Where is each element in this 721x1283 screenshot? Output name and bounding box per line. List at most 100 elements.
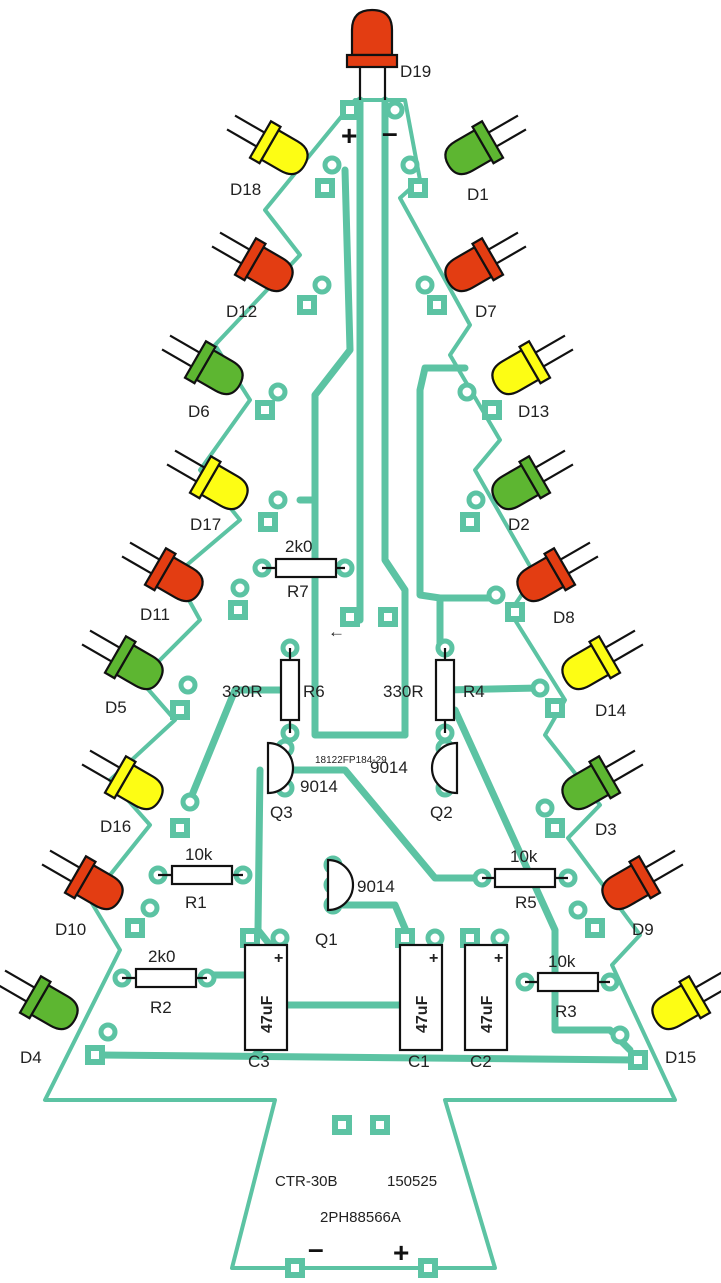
led-d5: D5: [81, 629, 164, 717]
capacitor-value: 47uF: [414, 995, 431, 1033]
solder-pad-round: [268, 382, 288, 402]
resistor-value: 10k: [510, 847, 538, 866]
led-body-group: [81, 749, 164, 811]
led-label: D15: [665, 1048, 696, 1067]
led-body-group: [41, 849, 124, 911]
solder-pad-round: [486, 585, 506, 605]
solder-pad-hole: [264, 518, 272, 526]
led-d1: D1: [444, 114, 527, 204]
led-lead: [559, 541, 591, 561]
led-lead: [174, 449, 206, 469]
led-label: D18: [230, 180, 261, 199]
led-d19-label: D19: [400, 62, 431, 81]
solder-pad-hole: [338, 1121, 346, 1129]
capacitor-body: [463, 943, 509, 1052]
led-lead: [567, 555, 599, 575]
solder-pad: [170, 818, 190, 838]
led-flange: [63, 854, 98, 900]
solder-pad: [228, 600, 248, 620]
capacitor-polarity: +: [429, 950, 438, 967]
led-d19-flange: [345, 53, 399, 69]
led-flange: [517, 454, 552, 500]
led-label: D3: [595, 820, 617, 839]
led-flange: [517, 339, 552, 385]
solder-pad-hole: [131, 924, 139, 932]
solder-pad: [427, 295, 447, 315]
solder-pad: [332, 1115, 352, 1135]
solder-pad-round: [466, 490, 486, 510]
led-d18: D18: [226, 114, 309, 199]
resistor-body: [170, 864, 234, 886]
solder-pad-hole: [551, 704, 559, 712]
led-lead: [702, 983, 721, 1003]
led-d14: D14: [561, 629, 644, 720]
led-lead: [81, 763, 113, 783]
led-body-group: [444, 231, 527, 293]
capacitor-ref: C1: [408, 1052, 430, 1071]
solder-pad: [255, 400, 275, 420]
capacitor-c1: 47uF + C1: [398, 943, 444, 1071]
led-flange: [103, 754, 138, 800]
resistor-body: [493, 867, 557, 889]
solder-pad-round: [568, 900, 588, 920]
led-label: D11: [140, 605, 170, 624]
solder-pad: [545, 818, 565, 838]
solder-pad-hole: [466, 518, 474, 526]
led-lead: [534, 334, 566, 354]
solder-pad-round: [535, 798, 555, 818]
resistor-value: 2k0: [285, 537, 312, 556]
led-lead: [612, 643, 644, 663]
led-lead: [495, 128, 527, 148]
trace: [96, 1051, 644, 1064]
capacitor-value: 47uF: [479, 995, 496, 1033]
resistor-body: [274, 557, 338, 579]
capacitor-c3: 47uF+C3: [243, 943, 289, 1071]
arrow-marker: ←: [328, 622, 345, 641]
solder-pad: [315, 178, 335, 198]
led-body-group: [491, 449, 574, 511]
solder-pad: [340, 100, 360, 120]
led-d13: D13: [491, 334, 574, 421]
transistor-type: 9014: [370, 758, 408, 777]
led-body-group: [444, 114, 527, 176]
led-lead: [604, 749, 636, 769]
solder-pad-hole: [433, 301, 441, 309]
solder-pad-round: [312, 275, 332, 295]
trace: [186, 686, 294, 804]
solder-pad-hole: [424, 1264, 432, 1272]
led-label: D7: [475, 302, 497, 321]
led-d10: D10: [41, 849, 124, 939]
solder-pad-hole: [401, 934, 409, 942]
led-d19: D19: [345, 8, 431, 100]
solder-pad-hole: [346, 106, 354, 114]
led-flange: [677, 974, 712, 1020]
led-body-group: [516, 541, 599, 603]
led-label: D16: [100, 817, 131, 836]
led-lead: [542, 348, 574, 368]
solder-pad-round: [268, 490, 288, 510]
transistor-body: [266, 741, 295, 795]
solder-pad: [395, 928, 415, 948]
led-label: D14: [595, 701, 626, 720]
solder-pad-round: [322, 155, 342, 175]
solder-pad: [628, 1050, 648, 1070]
solder-pad-round: [230, 578, 250, 598]
solder-pad: [125, 918, 145, 938]
solder-pad-round: [180, 792, 200, 812]
solder-pad: [460, 928, 480, 948]
led-d12: D12: [211, 231, 294, 321]
resistor-ref: R2: [150, 998, 172, 1017]
transistor-type: 9014: [300, 777, 338, 796]
led-flange: [470, 236, 505, 282]
solder-pad-hole: [261, 406, 269, 414]
resistor-ref: R6: [303, 682, 325, 701]
led-body-group: [81, 629, 164, 691]
led-lead: [487, 114, 519, 134]
board-code: 18122FP184-29: [315, 755, 387, 766]
led-lead: [542, 463, 574, 483]
led-flange: [587, 754, 622, 800]
